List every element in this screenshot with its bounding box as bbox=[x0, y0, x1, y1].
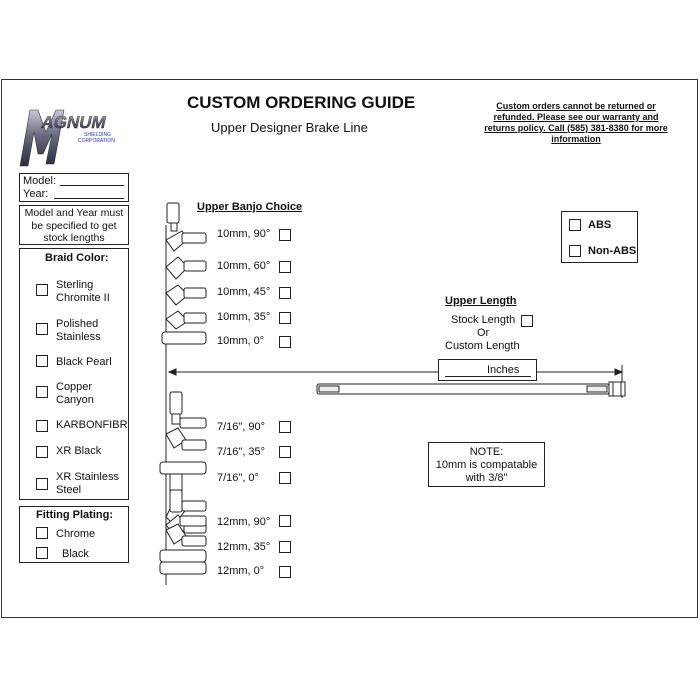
non-abs-label: Non-ABS bbox=[588, 245, 637, 257]
banjo-option-label: 10mm, 90° bbox=[217, 228, 271, 240]
svg-text:AGNUM: AGNUM bbox=[40, 112, 108, 132]
length-dimension-line bbox=[167, 365, 626, 398]
braid-blackpearl-checkbox[interactable] bbox=[36, 355, 48, 367]
plating-black-label: Black bbox=[62, 548, 89, 560]
braid-polished-checkbox[interactable] bbox=[36, 323, 48, 335]
banjo-option-label: 12mm, 90° bbox=[217, 516, 271, 528]
abs-label: ABS bbox=[588, 219, 612, 231]
braid-karbonfibr-label: KARBONFIBR bbox=[56, 419, 128, 431]
model-year-box: Model: Year: bbox=[19, 173, 129, 202]
braid-sterling-label: Sterling Chromite II bbox=[56, 279, 110, 304]
year-label: Year: bbox=[23, 188, 49, 200]
plating-chrome-checkbox[interactable] bbox=[36, 527, 48, 539]
banjo-option-checkbox[interactable] bbox=[279, 336, 291, 348]
page-title: CUSTOM ORDERING GUIDE bbox=[187, 93, 416, 112]
stock-length-checkbox[interactable] bbox=[521, 315, 533, 327]
fitting-plating-box: Fitting Plating: Chrome Black bbox=[19, 506, 129, 563]
braid-xrblack-checkbox[interactable] bbox=[36, 446, 48, 458]
year-field[interactable] bbox=[54, 198, 124, 199]
banjo-option-label: 10mm, 0° bbox=[217, 335, 265, 347]
custom-length-input-box[interactable]: Inches bbox=[438, 359, 537, 381]
plating-black-checkbox[interactable] bbox=[36, 547, 48, 559]
banjo-option-checkbox[interactable] bbox=[279, 446, 291, 458]
banjo-option-label: 7/16", 90° bbox=[217, 421, 266, 433]
banjo-option-label: 12mm, 0° bbox=[217, 565, 265, 577]
banjo-option-label: 7/16", 35° bbox=[217, 446, 266, 458]
banjo-fittings-diagram-lower bbox=[159, 391, 207, 575]
banjo-option-checkbox[interactable] bbox=[279, 566, 291, 578]
plating-heading: Fitting Plating: bbox=[36, 509, 113, 521]
braid-copper-checkbox[interactable] bbox=[36, 386, 48, 398]
requirement-note: Model and Year must be specified to get … bbox=[19, 205, 129, 245]
page-subtitle: Upper Designer Brake Line bbox=[211, 120, 368, 135]
note-box: NOTE: 10mm is compatable with 3/8" bbox=[428, 442, 545, 487]
braid-xrstainless-checkbox[interactable] bbox=[36, 478, 48, 490]
logo-line1: SHIELDING bbox=[84, 132, 111, 138]
order-sheet: AGNUM SHIELDING CORPORATION CUSTOM ORDER… bbox=[1, 79, 698, 618]
model-label: Model: bbox=[23, 175, 57, 187]
abs-checkbox[interactable] bbox=[569, 219, 581, 231]
note-heading: NOTE: bbox=[469, 446, 504, 458]
non-abs-checkbox[interactable] bbox=[569, 245, 581, 257]
banjo-option-checkbox[interactable] bbox=[279, 312, 291, 324]
banjo-option-label: 10mm, 35° bbox=[217, 311, 271, 323]
banjo-option-label: 10mm, 45° bbox=[217, 286, 271, 298]
banjo-option-checkbox[interactable] bbox=[279, 261, 291, 273]
banjo-option-checkbox[interactable] bbox=[279, 287, 291, 299]
braid-xrstainless-label: XR Stainless Steel bbox=[56, 471, 119, 496]
braid-karbonfibr-checkbox[interactable] bbox=[36, 420, 48, 432]
banjo-heading: Upper Banjo Choice bbox=[197, 201, 303, 213]
braid-heading: Braid Color: bbox=[45, 252, 109, 264]
banjo-option-checkbox[interactable] bbox=[279, 421, 291, 433]
banjo-option-label: 12mm, 35° bbox=[217, 541, 271, 553]
stock-length-label: Stock Length bbox=[451, 314, 516, 326]
note-line2: with 3/8" bbox=[465, 472, 508, 484]
abs-box: ABS Non-ABS bbox=[561, 211, 638, 263]
requirement-text: Model and Year must be specified to get … bbox=[24, 207, 124, 244]
banjo-option-label: 10mm, 60° bbox=[217, 260, 271, 272]
logo-line2: CORPORATION bbox=[78, 138, 115, 144]
returns-notice: Custom orders cannot be returned or refu… bbox=[484, 101, 668, 144]
inches-label: Inches bbox=[487, 364, 520, 376]
model-field[interactable] bbox=[60, 185, 124, 186]
braid-blackpearl-label: Black Pearl bbox=[56, 356, 112, 368]
or-label: Or bbox=[477, 327, 490, 339]
banjo-option-checkbox[interactable] bbox=[279, 515, 291, 527]
upper-length-heading: Upper Length bbox=[445, 295, 517, 307]
banjo-option-checkbox[interactable] bbox=[279, 472, 291, 484]
braid-sterling-checkbox[interactable] bbox=[36, 284, 48, 296]
banjo-option-checkbox[interactable] bbox=[279, 541, 291, 553]
custom-length-field[interactable] bbox=[445, 376, 531, 377]
note-line1: 10mm is compatable bbox=[435, 459, 538, 471]
magnum-logo: AGNUM SHIELDING CORPORATION bbox=[16, 102, 122, 168]
banjo-option-label: 7/16", 0° bbox=[217, 472, 259, 484]
braid-xrblack-label: XR Black bbox=[56, 445, 102, 457]
braid-color-box: Braid Color: Sterling Chromite II Polish… bbox=[19, 248, 129, 500]
braid-copper-label: Copper Canyon bbox=[56, 381, 94, 406]
banjo-option-checkbox[interactable] bbox=[279, 229, 291, 241]
plating-chrome-label: Chrome bbox=[56, 528, 96, 540]
custom-length-label: Custom Length bbox=[445, 340, 520, 352]
banjo-fittings-diagram bbox=[159, 202, 207, 585]
braid-polished-label: Polished Stainless bbox=[56, 318, 101, 343]
